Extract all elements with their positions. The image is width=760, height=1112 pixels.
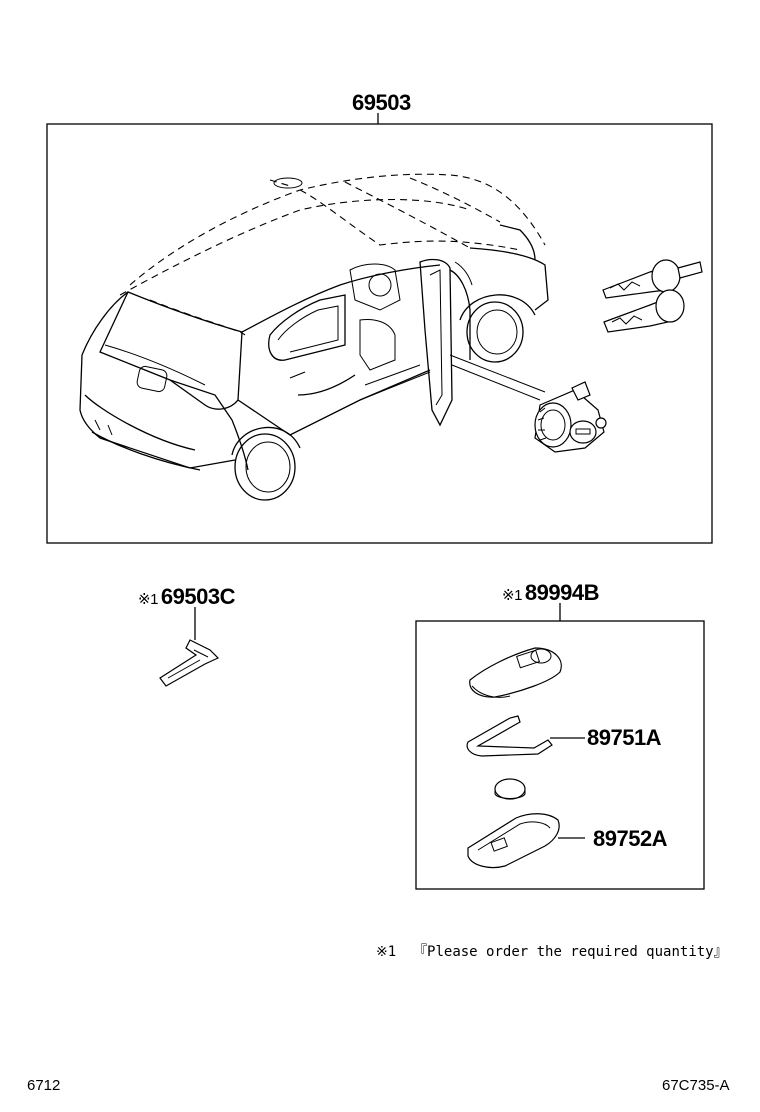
transmitter-illustration: [466, 647, 585, 869]
note-text: 『Please order the required quantity』: [413, 944, 728, 960]
lock-cylinder-illustration: [534, 381, 607, 453]
part-number-69503c[interactable]: 69503C: [160, 584, 236, 609]
footer-page-code: 6712: [27, 1077, 61, 1094]
part-number-89994b[interactable]: 89994B: [524, 580, 600, 605]
main-kit-frame: [46, 123, 713, 544]
part-number-89751a[interactable]: 89751A: [587, 725, 662, 750]
order-note: ※1 『Please order the required quantity』: [376, 941, 728, 961]
key-illustration: [602, 259, 703, 333]
footer-illustration-code: 67C735-A: [662, 1077, 730, 1094]
quantity-marker: ※1: [138, 591, 158, 608]
part-number-89752a[interactable]: 89752A: [593, 826, 668, 851]
quantity-marker: ※1: [502, 587, 522, 604]
key-plate-illustration: [159, 639, 220, 687]
note-marker: ※1: [376, 944, 397, 960]
transmitter-frame: [415, 620, 705, 890]
car-illustration: [79, 173, 549, 501]
part-number-69503[interactable]: 69503: [352, 90, 411, 115]
